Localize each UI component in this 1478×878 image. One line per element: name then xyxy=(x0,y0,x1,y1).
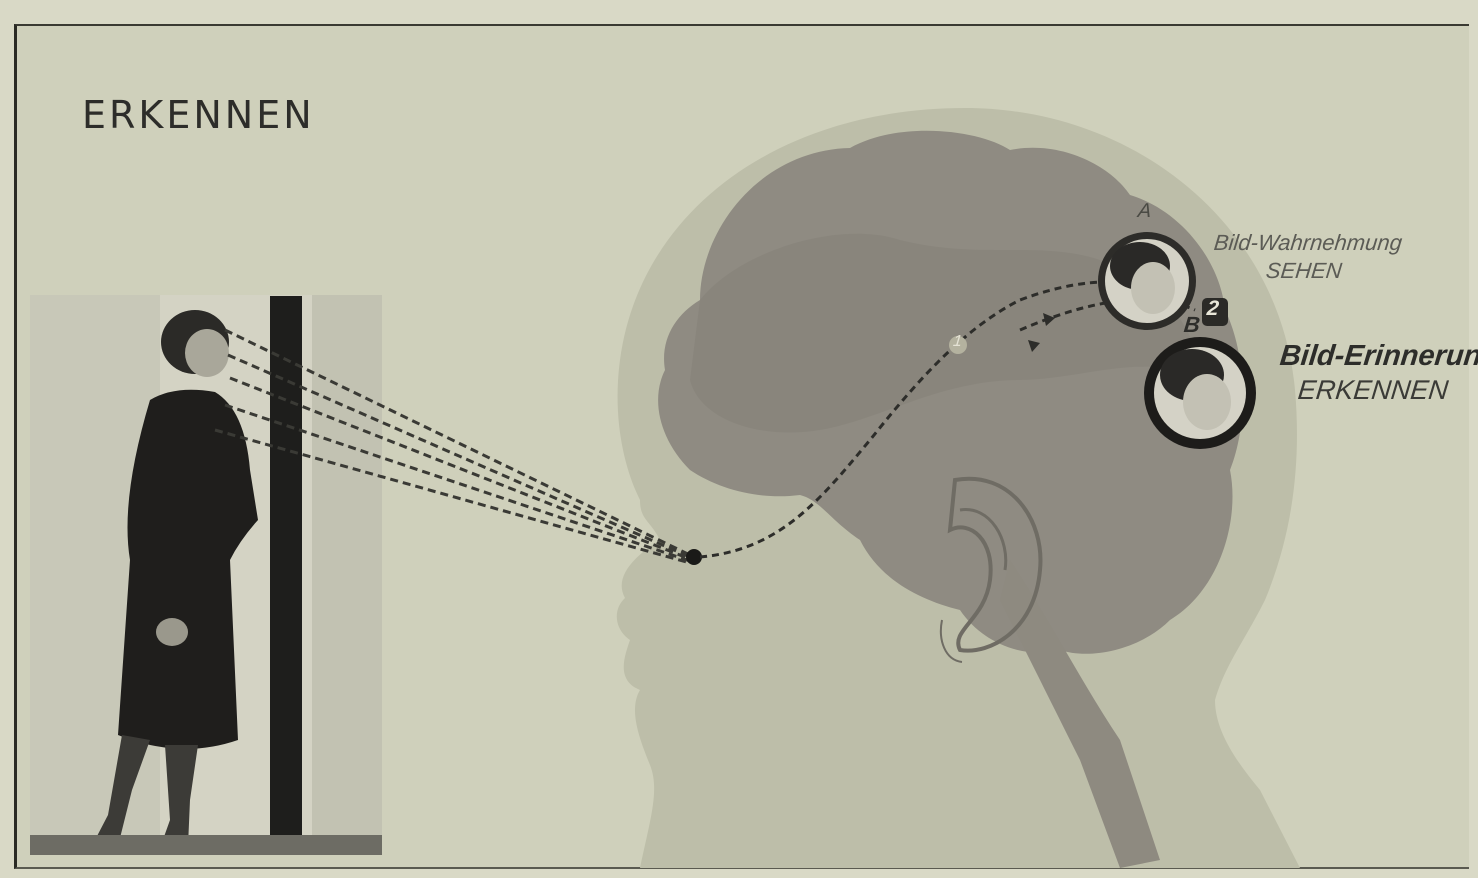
eye-icon xyxy=(686,549,702,565)
label-a: A xyxy=(1137,200,1153,223)
perception-label: Bild-Wahrnehmung xyxy=(1213,230,1404,256)
label-b: B xyxy=(1183,312,1202,338)
woman-photo xyxy=(30,295,382,855)
memory-sublabel: ERKENNEN xyxy=(1296,375,1449,406)
label-marker-2: 2 xyxy=(1206,297,1220,321)
page-title: ERKENNEN xyxy=(82,93,315,137)
door-frame xyxy=(270,296,302,854)
label-marker-1: 1 xyxy=(952,333,963,351)
portrait-b xyxy=(1144,337,1256,449)
head-profile xyxy=(617,108,1300,868)
portrait-a xyxy=(1098,232,1196,330)
perception-sublabel: SEHEN xyxy=(1265,258,1344,284)
memory-label: Bild-Erinnerung xyxy=(1278,340,1478,373)
